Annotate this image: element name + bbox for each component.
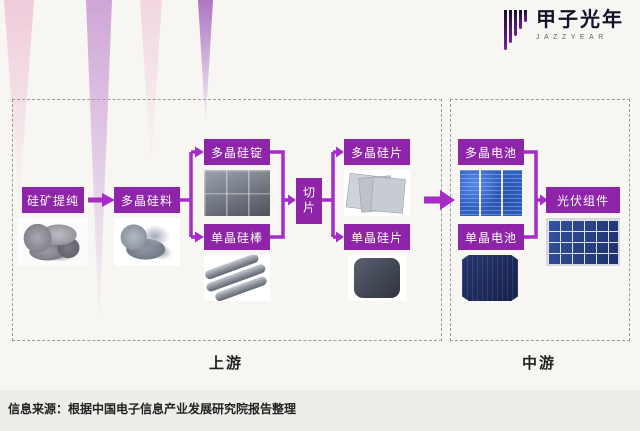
midstream-section-box [450,99,630,341]
mono-cell-photo [462,255,518,301]
logo-text: 甲子光年 JAZZYEAR [536,8,624,41]
logo-bar [524,10,527,22]
mono-rod-photo-svg [205,254,267,302]
node-poly-ingot: 多晶硅锭 [204,139,270,165]
midstream-label: 中游 [521,355,556,372]
footer-band [0,390,640,431]
pv-module-photo [546,218,620,266]
logo-bar [519,10,522,29]
node-polysilicon-material: 多晶硅料 [114,187,180,213]
logo-mark-icon [504,8,527,50]
node-mono-rod: 单晶硅棒 [204,224,270,250]
node-poly-wafer: 多晶硅片 [344,139,410,165]
logo-subtitle: JAZZYEAR [536,34,608,41]
polysilicon-material-photo [114,218,180,266]
node-pv-module: 光伏组件 [546,187,620,213]
mono-wafer-chip [354,258,400,298]
node-mono-cell: 单晶电池 [458,224,524,250]
logo-bar [514,10,517,36]
node-slicing: 切片 [296,178,322,224]
node-poly-cell: 多晶电池 [458,139,524,165]
poly-wafer-photo-svg [345,172,406,214]
poly-ingot-photo [204,170,270,216]
node-mono-wafer: 单晶硅片 [344,224,410,250]
upstream-label: 上游 [208,355,243,372]
mono-rod-photo [204,254,270,302]
logo-bar [509,10,512,43]
mono-wafer-photo [348,255,406,301]
node-silicon-ore-purification: 硅矿提纯 [22,187,84,213]
silicon-ore-photo [18,218,88,266]
poly-wafer-photo [344,170,410,216]
upstream-section-box [12,99,442,341]
logo-bar [504,10,507,50]
poly-cell-photo [460,170,522,216]
logo: 甲子光年 JAZZYEAR [504,8,624,50]
source-note: 信息来源：根据中国电子信息产业发展研究院报告整理 [8,402,297,416]
logo-title: 甲子光年 [536,9,624,31]
